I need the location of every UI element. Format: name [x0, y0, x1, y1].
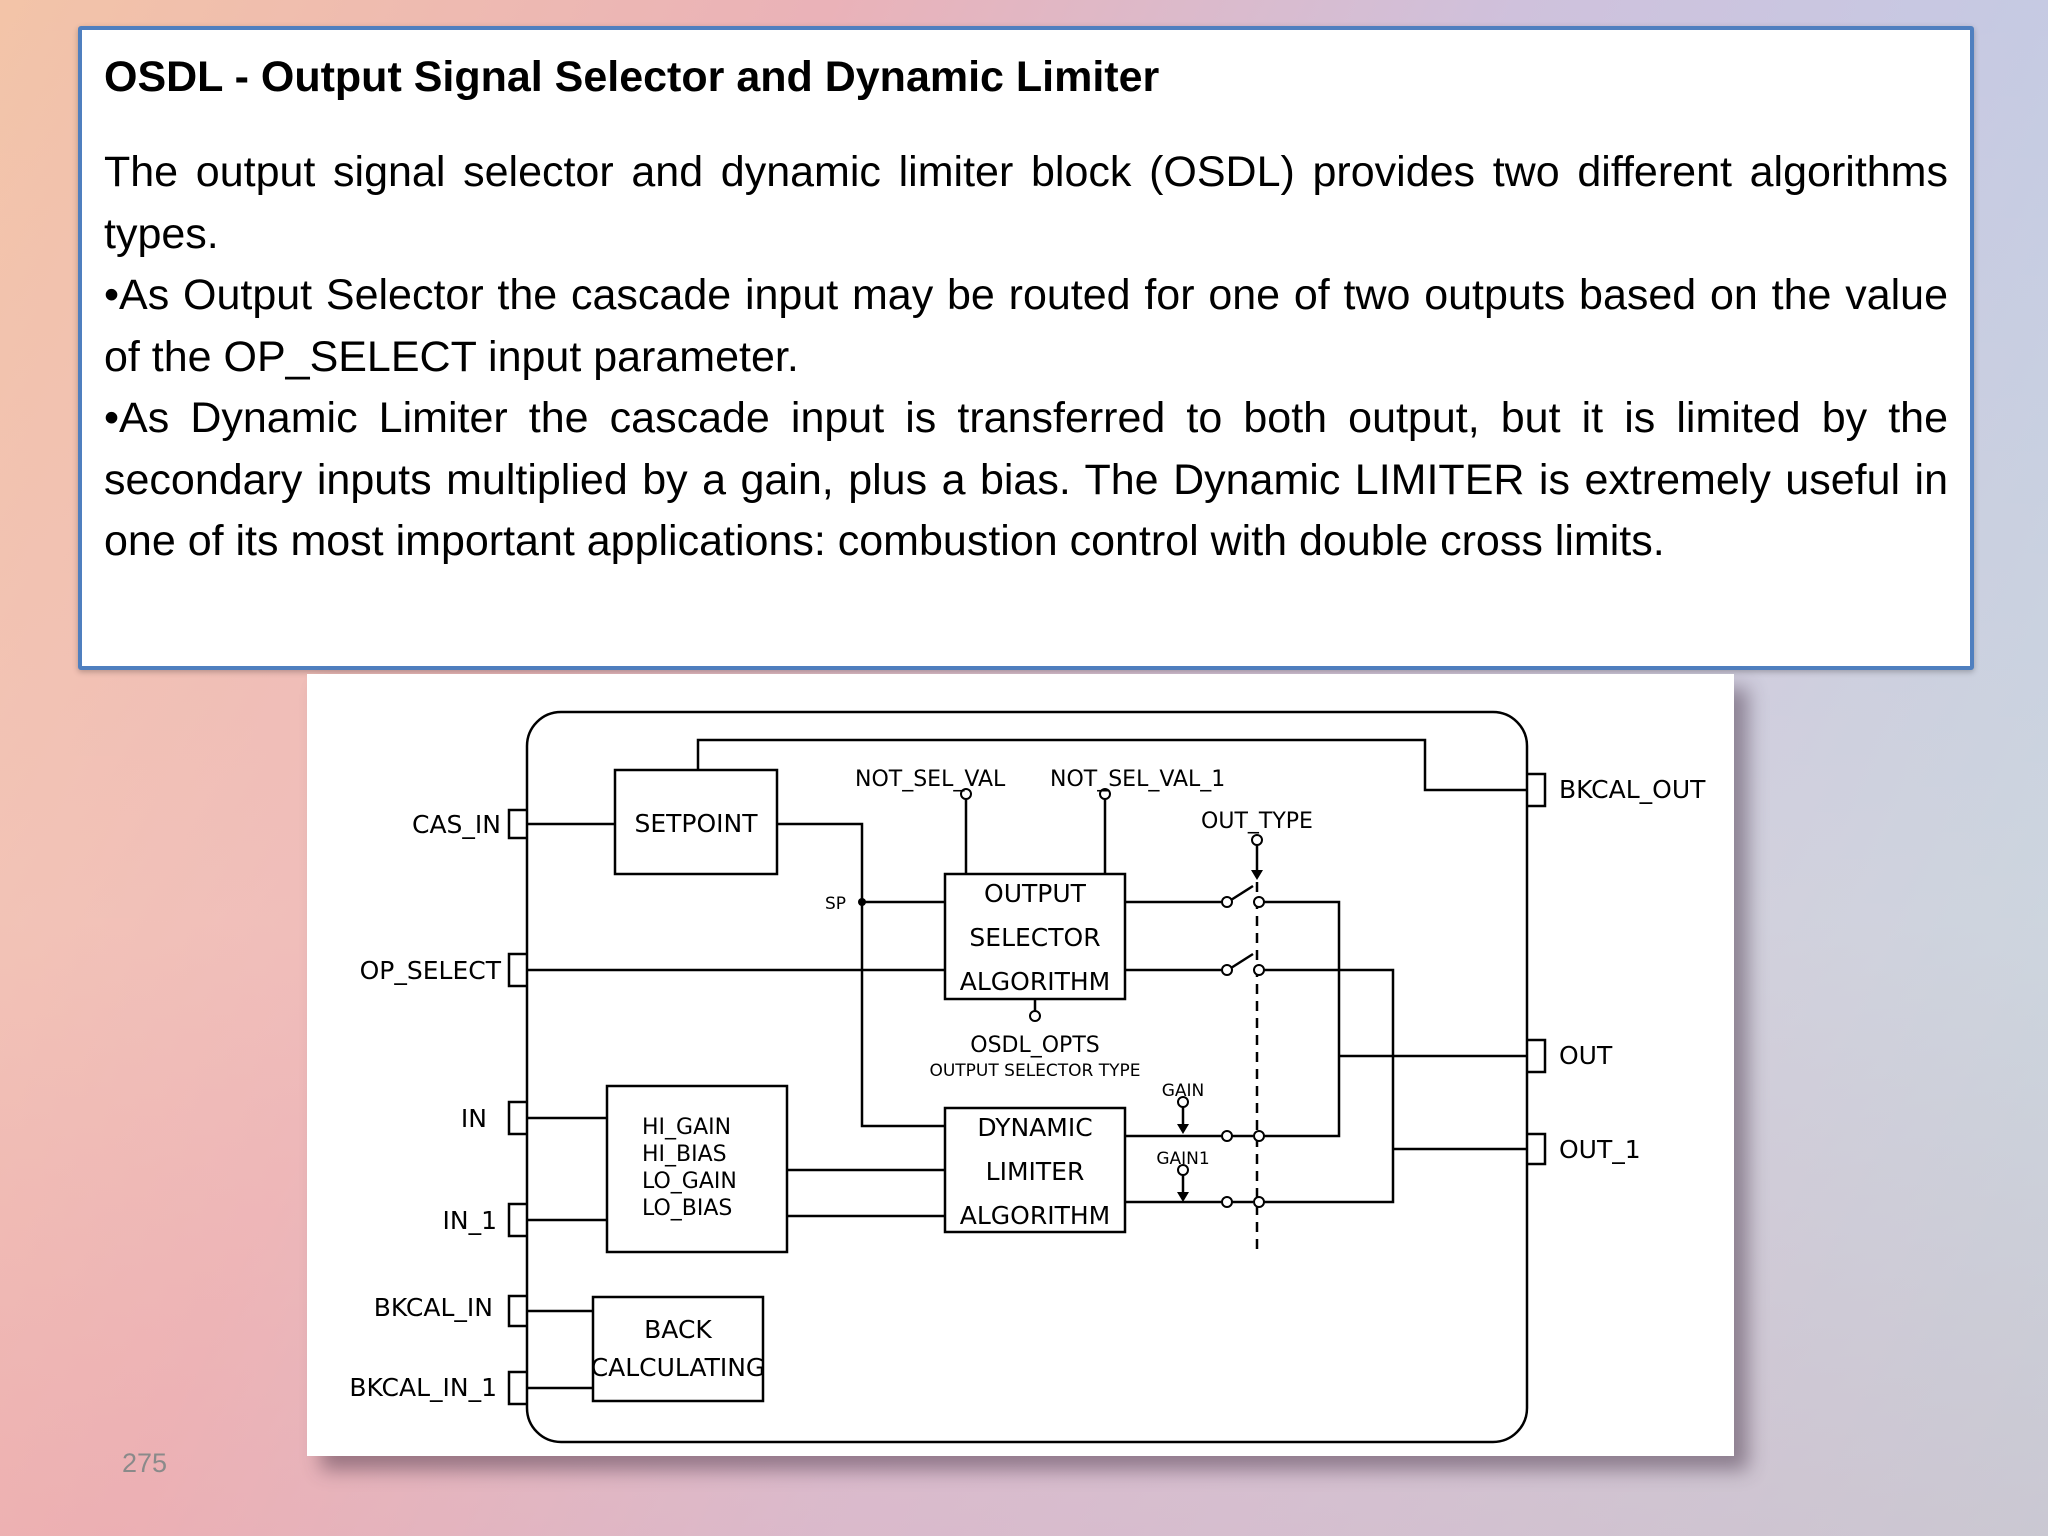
hi-gain-label: HI_GAIN: [642, 1115, 731, 1140]
switch-contact-4b: [1253, 1196, 1265, 1208]
out-type-arrowhead: [1251, 870, 1263, 880]
op-select-label: OP_SELECT: [360, 956, 502, 985]
osdl-block-diagram: CAS_IN OP_SELECT IN IN_1 BKCAL_IN BKCAL_…: [307, 674, 1734, 1456]
dynamic-limiter-line-2: LIMITER: [986, 1157, 1085, 1186]
not-sel-val-1-pin-circle: [1099, 788, 1111, 800]
in-label: IN: [461, 1104, 487, 1133]
gain-pin-circle: [1177, 1096, 1189, 1108]
not-sel-val-1-label: NOT_SEL_VAL_1: [1050, 767, 1225, 792]
setpoint-block: [613, 768, 779, 876]
bkcal-out-line: [696, 738, 1527, 792]
diagram-canvas: CAS_IN OP_SELECT IN IN_1 BKCAL_IN BKCAL_…: [349, 710, 1706, 1444]
back-calculating-block: [591, 1295, 765, 1403]
sp-junction-dot: [858, 898, 866, 906]
cas-in-label: CAS_IN: [412, 810, 501, 839]
switch-blade-2: [1230, 952, 1254, 970]
lo-bias-label: LO_BIAS: [642, 1196, 732, 1221]
bullet-output-selector: •As Output Selector the cascade input ma…: [104, 271, 1948, 381]
dynamic-limiter-line-1: DYNAMIC: [977, 1113, 1092, 1142]
bkcal-out-connector: [1527, 772, 1547, 808]
back-calculating-line-2: CALCULATING: [591, 1353, 766, 1382]
bkcal-out-label: BKCAL_OUT: [1559, 775, 1706, 804]
not-sel-val-pin-circle: [960, 788, 972, 800]
bullet-dynamic-limiter: •As Dynamic Limiter the cascade input is…: [104, 394, 1948, 565]
switch-out-2-line: [1259, 968, 1395, 1204]
sp-line: [777, 822, 945, 1128]
output-selector-line-2: SELECTOR: [969, 923, 1100, 952]
gain1-label: GAIN1: [1156, 1149, 1209, 1169]
intro-paragraph: The output signal selector and dynamic l…: [104, 148, 1948, 258]
in-1-connector: [507, 1202, 527, 1238]
out-1-connector: [1527, 1132, 1547, 1166]
bkcal-in-1-label: BKCAL_IN_1: [349, 1373, 497, 1402]
not-sel-val-label: NOT_SEL_VAL: [855, 767, 1006, 792]
slide-title: OSDL - Output Signal Selector and Dynami…: [104, 53, 1160, 101]
sp-label: SP: [825, 894, 846, 914]
switch-contact-3a: [1221, 1130, 1233, 1142]
cas-in-connector: [507, 808, 527, 840]
switch-contact-1b: [1253, 896, 1265, 908]
slide-number: 275: [122, 1448, 168, 1478]
lo-gain-label: LO_GAIN: [642, 1169, 737, 1194]
setpoint-label: SETPOINT: [634, 809, 758, 838]
gain-label: GAIN: [1162, 1081, 1205, 1101]
bkcal-in-label: BKCAL_IN: [374, 1293, 493, 1322]
hi-bias-label: HI_BIAS: [642, 1142, 727, 1167]
out-1-label: OUT_1: [1559, 1135, 1641, 1164]
osdl-block-outline: [525, 710, 1529, 1444]
osdl-opts-pin-circle: [1029, 1010, 1041, 1022]
out-type-pin-circle: [1251, 834, 1263, 846]
osdl-opts-label: OSDL_OPTS: [970, 1033, 1099, 1058]
back-calculating-line-1: BACK: [644, 1315, 712, 1344]
dynamic-limiter-line-3: ALGORITHM: [960, 1201, 1110, 1230]
bkcal-in-1-connector: [507, 1370, 527, 1406]
description-text-box: OSDL - Output Signal Selector and Dynami…: [78, 26, 1974, 670]
switch-contact-4a: [1221, 1196, 1233, 1208]
gain-arrowhead: [1177, 1124, 1189, 1134]
output-selector-line-3: ALGORITHM: [960, 967, 1110, 996]
switch-out-1-line: [1259, 900, 1341, 1138]
switch-contact-2b: [1253, 964, 1265, 976]
out-type-label: OUT_TYPE: [1201, 809, 1313, 834]
in-connector: [507, 1100, 527, 1136]
in-1-label: IN_1: [443, 1206, 497, 1235]
output-selector-type-label: OUTPUT SELECTOR TYPE: [929, 1061, 1140, 1081]
out-connector: [1527, 1038, 1547, 1074]
switch-contact-2a: [1221, 964, 1233, 976]
switch-contact-3b: [1253, 1130, 1265, 1142]
switch-contact-1a: [1221, 896, 1233, 908]
out-label: OUT: [1559, 1041, 1613, 1070]
op-select-connector: [507, 952, 527, 988]
gain1-arrowhead: [1177, 1192, 1189, 1202]
gain1-pin-circle: [1177, 1164, 1189, 1176]
output-selector-line-1: OUTPUT: [984, 879, 1087, 908]
switch-blade-1: [1230, 884, 1254, 902]
bkcal-in-connector: [507, 1294, 527, 1328]
